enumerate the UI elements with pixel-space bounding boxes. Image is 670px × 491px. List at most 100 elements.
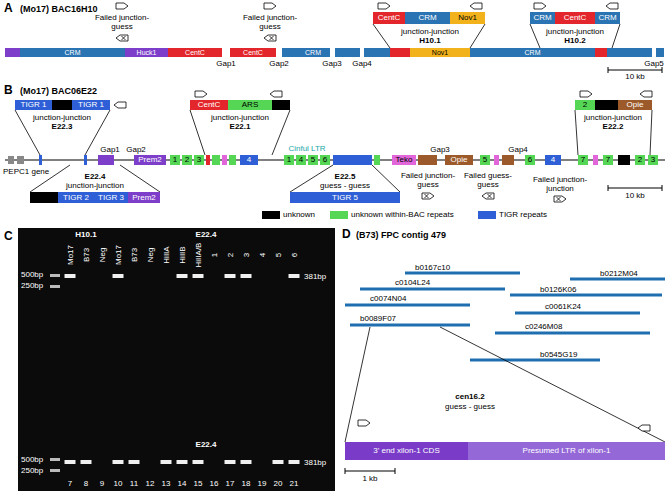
label-text: Failed junction-junction	[524, 175, 596, 193]
label-text: 381bp	[304, 272, 326, 281]
label-text: b0545G19	[540, 350, 577, 359]
segment-box: Nov1	[450, 12, 485, 24]
segment-box: Opie	[445, 155, 473, 165]
label-text: E22.1	[230, 122, 251, 131]
label-text: 15	[194, 479, 203, 488]
segment-label: 3	[651, 155, 655, 165]
segment-box: CentC	[373, 12, 405, 24]
label-text: 381bp	[304, 458, 326, 467]
segment-label: CentC	[378, 12, 401, 24]
segment-label: Opie	[627, 100, 644, 110]
segment-label: 3	[197, 155, 201, 165]
label-text: HiIIB	[178, 246, 187, 263]
legend-item: TIGR repeats	[478, 210, 547, 219]
label-text: H10.1	[419, 36, 440, 45]
segment-box: CentC	[555, 12, 595, 24]
label-text: b0167c10	[415, 263, 450, 272]
segment-box: TIGR 2	[58, 192, 94, 203]
label-text: c0074N04	[370, 294, 406, 303]
gel-bands	[65, 274, 300, 464]
insert-lines	[15, 110, 652, 192]
segment-box: 4	[545, 155, 561, 165]
label-text: 4	[258, 253, 267, 257]
segment-box: CRM	[470, 48, 595, 57]
segment-box: Prem2	[134, 155, 166, 165]
segment-label: 6	[323, 155, 327, 165]
label-text: 6	[290, 253, 299, 257]
segment-label: TIGR 1	[21, 100, 47, 110]
label-text: junction-junction	[33, 113, 91, 122]
segment-label: Presumed LTR of xilon-1	[523, 442, 611, 460]
legend-swatch	[262, 211, 280, 219]
label-text: Gap1	[100, 145, 120, 154]
bac-bar-b	[8, 100, 630, 203]
label-text: Cinful LTR	[288, 144, 325, 153]
label-text: Failed junction-guess	[240, 13, 300, 31]
label-text: 20	[274, 479, 283, 488]
label-text: Gap3	[430, 145, 450, 154]
segment-label: Teko	[396, 155, 413, 165]
segment-label: 5	[311, 155, 315, 165]
label-text: 500bp	[21, 455, 43, 464]
label-text: guess - guess	[320, 181, 370, 190]
segment-box: 2	[182, 155, 192, 165]
segment-label: CentC	[198, 100, 221, 110]
legend-text: unknown	[283, 210, 315, 219]
label-text: 19	[258, 479, 267, 488]
label-text: E22.2	[603, 122, 624, 131]
label-text: 7	[68, 479, 72, 488]
label-text: 5	[274, 253, 283, 257]
ladder	[50, 274, 60, 472]
segment-label: TIGR 3	[98, 192, 124, 203]
label-text: junction-junction	[584, 113, 642, 122]
label-text: B73	[130, 248, 139, 262]
segment-box: 7	[578, 155, 588, 165]
segment-label: TIGR 1	[78, 100, 104, 110]
bac-clones	[345, 273, 665, 360]
scale-bar	[608, 185, 662, 191]
segment-label: CentC	[185, 48, 205, 57]
segment-box: CRM	[530, 12, 555, 24]
segment-label: 7	[606, 155, 610, 165]
segment-label: CRM	[65, 48, 81, 57]
label-text: c0104L24	[395, 278, 430, 287]
label-text: E22.3	[52, 122, 73, 131]
segment-label: 4	[299, 155, 303, 165]
label-text: Mo17	[66, 245, 75, 265]
label-text: 3	[242, 253, 251, 257]
segment-box: TIGR 3	[94, 192, 128, 203]
legend-item: unknown within-BAC repeats	[330, 210, 454, 219]
label-text: PEPC1 gene	[3, 167, 49, 176]
segment-box: CRM	[595, 12, 620, 24]
label-text: 13	[162, 479, 171, 488]
label-text: 10	[114, 479, 123, 488]
segment-label: 2	[638, 155, 642, 165]
label-text: B73	[82, 248, 91, 262]
segment-box: 3' end xilon-1 CDS	[345, 442, 468, 460]
label-text: 2	[226, 253, 235, 257]
segment-box: Teko	[392, 155, 416, 165]
segment-label: CRM	[305, 48, 321, 57]
label-text: 11	[130, 479, 138, 488]
label-text: Gap4	[508, 145, 528, 154]
label-text: Failed junction-guess	[92, 13, 152, 31]
segment-box: TIGR 1	[15, 100, 52, 110]
segment-box: CRM	[405, 12, 450, 24]
segment-label: CRM	[418, 12, 436, 24]
segment-box: CentC	[230, 48, 276, 57]
label-text: b0089F07	[360, 314, 396, 323]
segment-label: Nov1	[458, 12, 477, 24]
label-text: junction-junction	[401, 27, 459, 36]
label-text: c0246M08	[525, 322, 562, 331]
label-text: 16	[210, 479, 219, 488]
label-text: 12	[146, 479, 155, 488]
label-text: E22.5	[335, 172, 356, 181]
segment-box: Opie	[618, 100, 652, 110]
label-text: 14	[178, 479, 187, 488]
segment-box: 1	[284, 155, 294, 165]
legend-text: TIGR repeats	[499, 210, 547, 219]
label-text: 1	[210, 253, 219, 257]
primer-icons	[116, 3, 618, 41]
